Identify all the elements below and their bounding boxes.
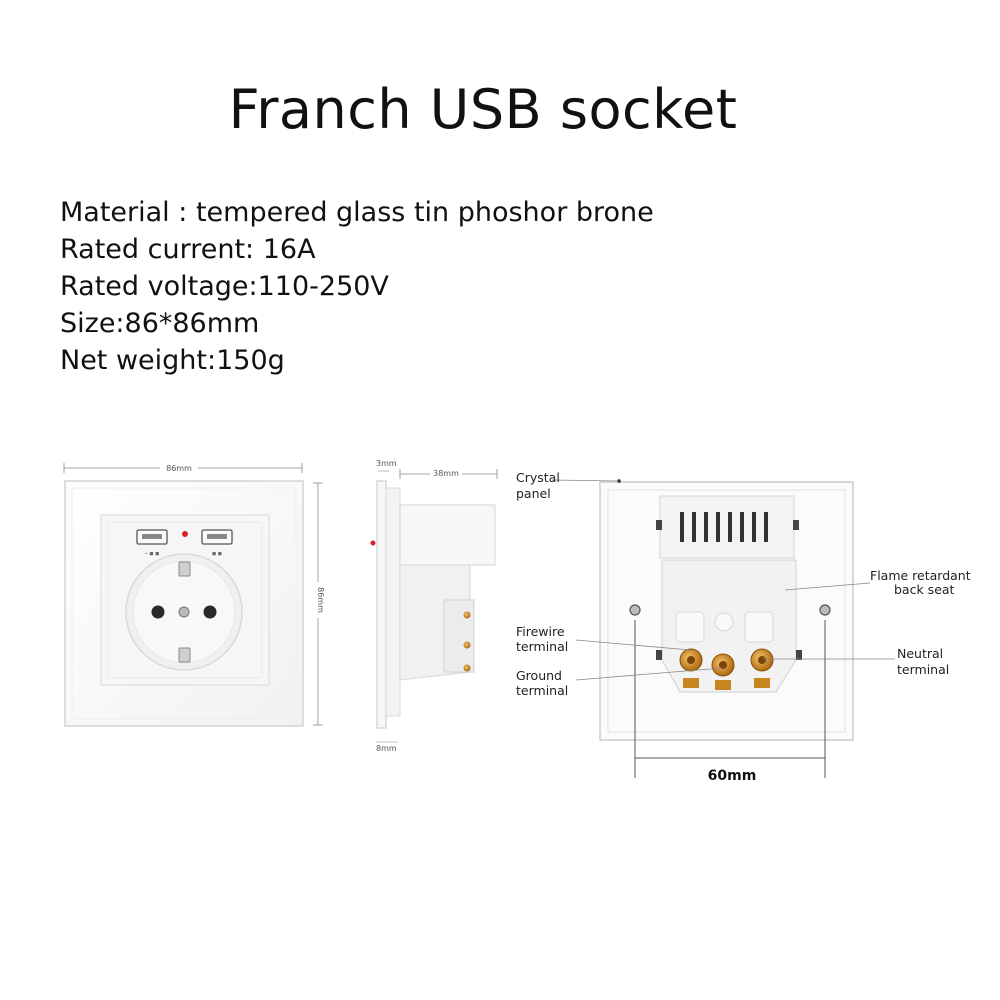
label-ground-2: terminal: [516, 683, 568, 698]
side-indicator: [370, 540, 376, 546]
spec-size: Size:86*86mm: [60, 308, 260, 339]
side-body-top: [399, 504, 496, 566]
label-crystal-panel-2: panel: [516, 486, 551, 501]
label-flame-1: Flame retardant: [870, 568, 971, 583]
side-base-label: 8mm: [376, 744, 397, 753]
side-view: 3mm 38mm 8mm: [370, 459, 498, 753]
indicator-light: [182, 531, 188, 537]
ground-clamp: [715, 680, 731, 690]
side-depth-label: 38mm: [433, 469, 459, 478]
vent-slots: [680, 512, 768, 542]
spec-list: Material : tempered glass tin phoshor br…: [60, 194, 654, 379]
label-firewire-1: Firewire: [516, 624, 565, 639]
glass-edge: [71, 487, 297, 720]
side-frame: [385, 487, 401, 717]
center-screw: [178, 606, 190, 618]
clip-right: [793, 520, 799, 530]
firewire-clamp: [683, 678, 699, 688]
side-screw-2: [463, 641, 471, 649]
label-flame-2: back seat: [894, 582, 955, 597]
earth-clip-top: [178, 561, 191, 577]
socket-module-inner: [107, 521, 263, 679]
usb-port-right: ◼ ◼: [201, 529, 233, 557]
mounting-hole-right: [819, 604, 831, 616]
front-width-dimension: 86mm: [63, 462, 303, 473]
label-neutral-1: Neutral: [897, 646, 943, 661]
earth-clip-bottom: [178, 647, 191, 663]
live-hole: [151, 605, 165, 619]
spec-rated-voltage: Rated voltage:110-250V: [60, 271, 389, 302]
terminal-cover-right: [744, 611, 774, 643]
neutral-clamp: [754, 678, 770, 688]
label-crystal-panel-1: Crystal: [516, 470, 560, 485]
front-width-label: 86mm: [166, 464, 192, 473]
mounting-hole-left: [629, 604, 641, 616]
schuko-outlet: [125, 553, 243, 671]
usb-port-left: ⌁ ◼ ◼: [136, 529, 168, 557]
clip-lower-left: [656, 650, 662, 660]
clip-left: [656, 520, 662, 530]
usb-left-marking: ⌁ ◼ ◼: [145, 551, 160, 557]
back-panel-rim: [607, 489, 846, 733]
back-view: 60mm Crystal panel Flame retardant back …: [516, 470, 971, 784]
side-screw-1: [463, 611, 471, 619]
label-firewire-2: terminal: [516, 639, 568, 654]
front-height-label: 86mm: [316, 587, 325, 613]
side-terminal-block: [443, 599, 475, 673]
side-glass: [376, 480, 387, 729]
terminal-cover-center: [714, 612, 734, 632]
terminal-cover-left: [675, 611, 705, 643]
page-title: Franch USB socket: [228, 78, 738, 141]
front-height-dimension: 86mm: [312, 482, 325, 726]
back-spacing-label: 60mm: [708, 768, 757, 784]
label-ground-1: Ground: [516, 668, 562, 683]
clip-lower-right: [796, 650, 802, 660]
front-view: 86mm 86mm ⌁ ◼ ◼ ◼ ◼: [63, 462, 325, 727]
spec-rated-current: Rated current: 16A: [60, 234, 316, 265]
usb-right-marking: ◼ ◼: [212, 551, 222, 557]
spec-material: Material : tempered glass tin phoshor br…: [60, 197, 654, 228]
neutral-hole: [203, 605, 217, 619]
side-glass-label: 3mm: [376, 459, 397, 468]
side-screw-3: [463, 664, 471, 672]
spec-net-weight: Net weight:150g: [60, 345, 285, 376]
label-neutral-2: terminal: [897, 662, 949, 677]
